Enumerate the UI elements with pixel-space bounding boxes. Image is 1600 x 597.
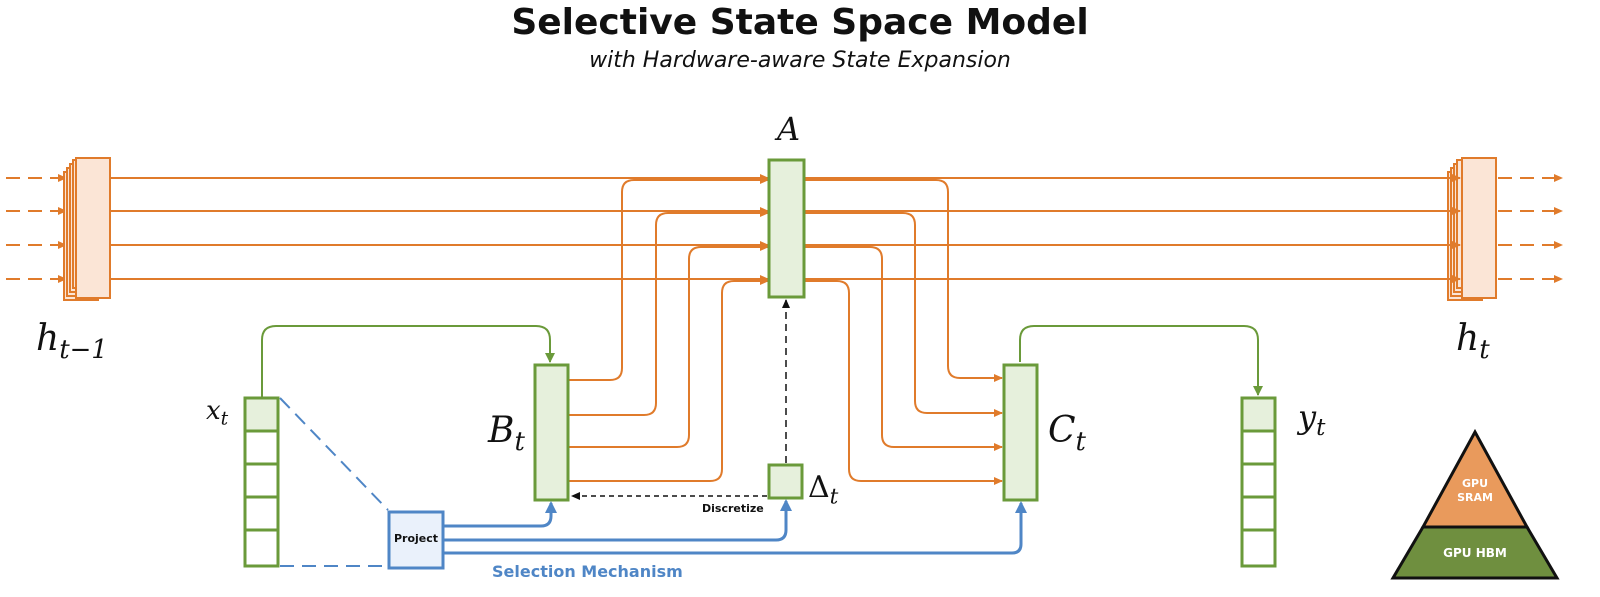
h-next-state-block [1447,157,1497,301]
state-lines-from-A [804,174,1461,283]
delta-box [767,463,804,500]
h-prev-label: ht−1 [36,318,108,365]
x-label: xt [206,396,228,430]
x-subscript: t [220,408,229,430]
delta-subscript: t [829,484,839,510]
C-subscript: t [1075,426,1086,457]
h-prev-input-arrows [6,174,67,283]
y-output-vector [1240,396,1277,568]
projection-guide-lines [279,397,389,567]
h-prev-base: h [36,318,60,359]
y-label: yt [1298,398,1325,441]
h-prev-state-block [63,157,111,301]
C-to-y-arrow [1019,325,1263,396]
gpu-memory-pyramid [1390,428,1560,580]
x-base: x [206,396,221,426]
delta-base: Δ [808,470,830,505]
x-to-B-arrow [261,325,555,397]
B-base: B [488,410,515,451]
state-lines-to-A [110,174,769,283]
B-subscript: t [514,426,525,457]
gpu-hbm-tier [1390,525,1560,580]
project-box [387,510,445,570]
discretize-label: Discretize [702,502,764,515]
A-matrix-box [767,158,806,299]
gpu-sram-line1: GPU [1461,477,1489,490]
h-next-label: ht [1456,318,1490,365]
C-label: Ct [1048,410,1086,457]
y-subscript: t [1316,414,1326,441]
gpu-hbm-label: GPU HBM [1443,546,1507,560]
selection-arrows [444,499,1027,555]
B-label: Bt [488,410,525,457]
gpu-sram-label: GPU SRAM [1445,477,1505,505]
selection-mechanism-label: Selection Mechanism [492,562,683,581]
y-base: y [1298,398,1317,436]
h-next-base: h [1456,318,1480,359]
C-base: C [1048,410,1076,451]
h-prev-subscript: t−1 [59,334,108,365]
C-matrix-box [1002,363,1039,502]
diagram-title: Selective State Space Model [511,2,1089,43]
h-next-output-arrows [1498,174,1563,283]
diagram-subtitle: with Hardware-aware State Expansion [589,48,1011,73]
delta-label: Δt [808,470,838,509]
gpu-sram-line2: SRAM [1457,491,1493,504]
A-label: A [777,110,801,148]
B-to-A-lines [568,176,769,482]
x-input-vector [243,396,280,568]
B-matrix-box [533,363,570,502]
h-next-subscript: t [1479,334,1490,365]
A-to-C-lines [804,179,1003,485]
project-label: Project [393,532,439,545]
